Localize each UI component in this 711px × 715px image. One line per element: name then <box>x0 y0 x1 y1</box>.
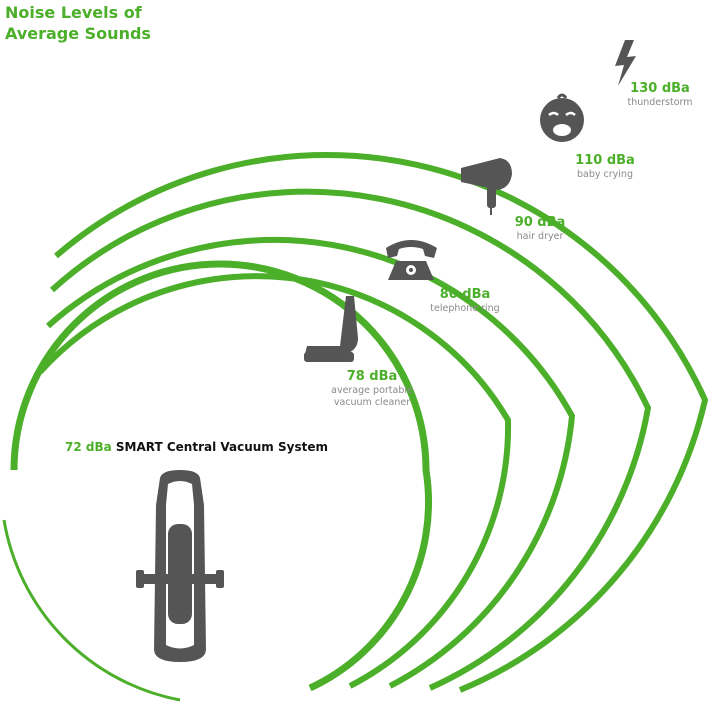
ring-80 <box>37 273 512 689</box>
level-value: 90 dBa <box>514 215 566 230</box>
level-value: 78 dBa <box>346 369 398 384</box>
level-desc: thunderstorm <box>627 97 693 108</box>
telephone-icon <box>386 240 437 280</box>
diagram-title: Noise Levels of Average Sounds <box>5 2 151 44</box>
level-label-80: 80 dBa telephone ring <box>415 286 515 315</box>
level-desc: hair dryer <box>516 231 564 242</box>
portable-vacuum-icon <box>304 296 358 362</box>
central-vacuum-icon <box>136 470 224 662</box>
title-line-2: Average Sounds <box>5 24 151 43</box>
level-desc: telephone ring <box>430 303 500 314</box>
center-name: SMART Central Vacuum System <box>115 440 328 454</box>
level-desc: average portable <box>331 385 413 396</box>
lightning-icon <box>615 40 636 86</box>
ring-72 <box>10 260 433 692</box>
ring-90 <box>46 236 576 689</box>
baby-crying-icon <box>540 93 584 142</box>
title-line-1: Noise Levels of <box>5 3 142 22</box>
level-label-130: 130 dBa thunderstorm <box>615 80 705 109</box>
level-value: 80 dBa <box>439 287 491 302</box>
level-value: 110 dBa <box>575 153 635 168</box>
level-desc: baby crying <box>577 169 633 180</box>
center-value: 72 dBa <box>65 440 112 454</box>
level-label-110: 110 dBa baby crying <box>560 152 650 181</box>
ring-130 <box>54 151 709 693</box>
center-label: 72 dBa SMART Central Vacuum System <box>65 440 328 454</box>
ring-110 <box>49 188 652 691</box>
level-label-78: 78 dBa average portable vacuum cleaner <box>322 368 422 409</box>
level-label-90: 90 dBa hair dryer <box>495 214 585 243</box>
ring-inner-left <box>2 519 181 702</box>
hair-dryer-icon <box>461 158 512 215</box>
level-desc: vacuum cleaner <box>333 397 411 408</box>
level-value: 130 dBa <box>630 81 690 96</box>
